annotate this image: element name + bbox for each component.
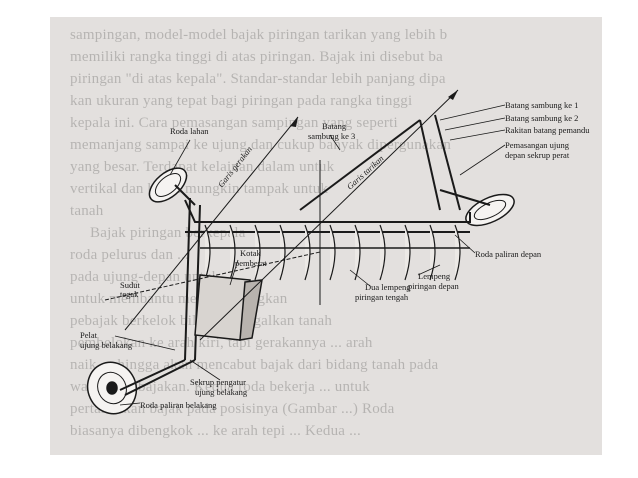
label-garis-gerakan: Garis gerakan: [216, 144, 254, 189]
background-text-line: biasanya dibengkok ... ke arah tepi ... …: [70, 423, 361, 439]
scanned-page: sampingan, model-model bajak piringan ta…: [50, 17, 602, 455]
force-lines: [104, 89, 459, 341]
leader-lines: [114, 104, 506, 406]
label-pelat-line1: Pelat: [80, 330, 98, 340]
label-lempeng-line2: piringan depan: [408, 281, 459, 291]
background-text-line: waktu pembajakan. Kedua roda bekerja ...…: [70, 379, 370, 395]
label-roda-paliran-depan: Roda paliran depan: [475, 249, 542, 259]
background-text-line: roda pelurus dan ...: [70, 247, 189, 263]
disc-gang: [204, 224, 461, 281]
background-text-line: vertikal dan bajak mungkin tampak untuk: [70, 181, 329, 197]
label-sudut-line2: tegak: [120, 289, 139, 299]
label-sekrup-line2: ujung belakang: [195, 387, 248, 397]
background-text-line: naik, sehingga akan mencabut bajak dari …: [70, 357, 439, 373]
label-roda-lahan: Roda lahan: [170, 126, 209, 136]
label-rakitan-batang-pemandu: Rakitan batang pemandu: [505, 125, 590, 135]
label-sekrup-line1: Sekrup pengatur: [190, 377, 246, 387]
label-batang-sambung-1: Batang sambung ke 1: [505, 100, 578, 110]
background-text-line: pembelokan ke arah kiri, tapi gerakannya…: [70, 335, 373, 351]
label-pemasangan-line1: Pemasangan ujung: [505, 140, 570, 150]
background-text-line: yang besar. Terdapat kelainan dalam untu…: [70, 159, 335, 175]
background-text-line: memiliki rangka tinggi di atas piringan.…: [70, 49, 443, 65]
background-text-line: kan ukuran yang tepat bagi piringan pada…: [70, 93, 413, 109]
label-kotak-line1: Kotak: [240, 248, 262, 258]
background-text-line: tanah: [70, 203, 104, 219]
label-batang-sambung-3-line2: sambung ke 3: [308, 131, 355, 141]
label-pemasangan-line2: depan sekrup perat: [505, 150, 570, 160]
roda-paliran-depan-wheel: [465, 193, 515, 227]
arrow-head-tarikan: [448, 90, 458, 100]
diagram-labels: Roda lahan Garis gerakan Batang sambung …: [80, 100, 590, 410]
label-sudut-line1: Sudut: [120, 280, 140, 290]
label-lempeng-line1: Lempeng: [418, 271, 451, 281]
background-text-line: kepala ini. Cara pemasangan sampingan ya…: [70, 115, 398, 131]
roda-paliran-belakang-wheel: [86, 361, 138, 415]
label-dua-lempeng-line2: piringan tengah: [355, 292, 409, 302]
background-text-line: sampingan, model-model bajak piringan ta…: [70, 27, 448, 43]
background-text-line: pada ujung-depan untuk ...: [70, 269, 236, 285]
label-batang-sambung-3-line1: Batang: [322, 121, 347, 131]
label-roda-paliran-belakang: Roda paliran belakang: [140, 400, 217, 410]
background-text-line: pertahankan bajak pada posisinya (Gambar…: [70, 401, 395, 417]
label-batang-sambung-2: Batang sambung ke 2: [505, 113, 578, 123]
arrow-head-gerakan: [290, 117, 298, 127]
background-text-line: memanjang sampai ke ujung dan cukup bany…: [70, 137, 452, 153]
label-pelat-line2: ujung belakang: [80, 340, 133, 350]
roda-lahan-wheel: [148, 167, 188, 203]
label-kotak-line2: pemberat: [235, 258, 267, 268]
kotak-pemberat: [194, 274, 263, 341]
background-text-line: piringan "di atas kepala". Standar-stand…: [70, 71, 446, 87]
label-dua-lempeng-line1: Dua lempeng: [365, 282, 411, 292]
